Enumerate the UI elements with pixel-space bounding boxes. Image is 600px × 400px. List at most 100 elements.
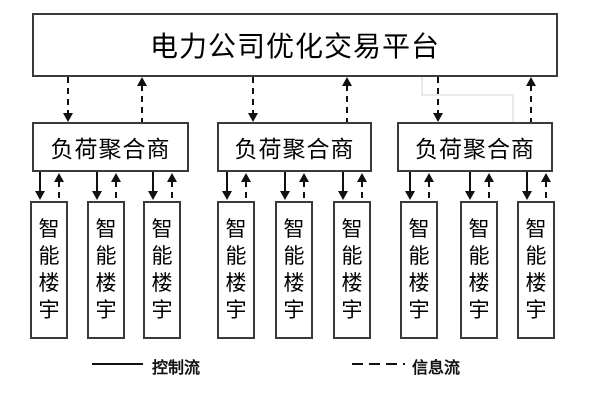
building-box: 智能楼宇 (460, 201, 498, 339)
building-label-char: 楼 (225, 271, 247, 295)
building-label-char: 宇 (525, 298, 547, 322)
info-flow-arrow-up-line (141, 85, 143, 122)
info-flow-arrow-down-head (63, 113, 73, 122)
info-flow-arrow-up-head (484, 173, 494, 182)
control-flow-arrow-down-head (148, 191, 158, 200)
building-label-char: 宇 (468, 298, 490, 322)
control-flow-arrow-down-line (152, 172, 154, 192)
info-flow-arrow-down-head (433, 113, 443, 122)
building-label-char: 宇 (95, 298, 117, 322)
info-flow-arrow-up-line (58, 181, 60, 201)
building-label-char: 智 (468, 217, 490, 241)
info-flow-arrow-up-head (526, 77, 536, 86)
building-label-char: 楼 (95, 271, 117, 295)
control-flow-arrow-down-head (405, 191, 415, 200)
info-flow-arrow-down-line (252, 77, 254, 114)
info-flow-arrow-up-head (342, 77, 352, 86)
info-flow-arrow-up-head (167, 173, 177, 182)
info-flow-arrow-up-line (530, 85, 532, 122)
building-label-char: 能 (95, 244, 117, 268)
building-label-char: 能 (225, 244, 247, 268)
building-label-char: 能 (151, 244, 173, 268)
building-label-char: 宇 (225, 298, 247, 322)
info-flow-arrow-up-line (428, 181, 430, 201)
info-flow-arrow-up-line (488, 181, 490, 201)
control-flow-arrow-down-head (222, 191, 232, 200)
building-label-char: 智 (341, 217, 363, 241)
building-label-char: 宇 (283, 298, 305, 322)
building-label-char: 宇 (38, 298, 60, 322)
platform-box: 电力公司优化交易平台 (32, 13, 558, 77)
legend-info-flow-label: 信息流 (412, 360, 461, 377)
legend-control-flow-label: 控制流 (152, 360, 201, 377)
info-flow-arrow-up-head (357, 173, 367, 182)
building-label-char: 楼 (408, 271, 430, 295)
info-flow-arrow-up-head (137, 77, 147, 86)
info-flow-arrow-up-head (54, 173, 64, 182)
info-flow-arrow-down-line (437, 77, 439, 114)
info-flow-arrow-down-head (248, 113, 258, 122)
control-flow-arrow-down-head (522, 191, 532, 200)
building-box: 智能楼宇 (30, 201, 68, 339)
control-flow-arrow-down-line (226, 172, 228, 192)
control-flow-arrow-down-line (342, 172, 344, 192)
building-label-char: 能 (341, 244, 363, 268)
info-flow-arrow-up-line (115, 181, 117, 201)
info-flow-arrow-up-line (545, 181, 547, 201)
building-label-char: 楼 (38, 271, 60, 295)
aggregator-box: 负荷聚合商 (397, 122, 553, 172)
building-label-char: 能 (525, 244, 547, 268)
control-flow-arrow-down-line (526, 172, 528, 192)
building-label-char: 楼 (283, 271, 305, 295)
building-label-char: 能 (38, 244, 60, 268)
info-flow-arrow-up-line (361, 181, 363, 201)
control-flow-arrow-down-head (338, 191, 348, 200)
control-flow-arrow-down-line (39, 172, 41, 192)
info-flow-arrow-up-head (241, 173, 251, 182)
faint-connector-segment (421, 94, 514, 96)
building-label-char: 宇 (408, 298, 430, 322)
building-box: 智能楼宇 (143, 201, 181, 339)
building-label-char: 宇 (341, 298, 363, 322)
control-flow-arrow-down-line (284, 172, 286, 192)
building-label-char: 能 (468, 244, 490, 268)
info-flow-line-sample (352, 363, 405, 365)
info-flow-arrow-up-head (299, 173, 309, 182)
control-flow-arrow-down-line (96, 172, 98, 192)
control-flow-arrow-down-head (465, 191, 475, 200)
control-flow-arrow-down-head (35, 191, 45, 200)
info-flow-arrow-up-line (171, 181, 173, 201)
building-box: 智能楼宇 (400, 201, 438, 339)
info-flow-arrow-up-line (346, 85, 348, 122)
building-label-char: 楼 (151, 271, 173, 295)
building-label-char: 智 (525, 217, 547, 241)
aggregator-box: 负荷聚合商 (32, 122, 189, 172)
building-label-char: 智 (95, 217, 117, 241)
faint-connector-segment (512, 94, 514, 123)
faint-connector-segment (421, 76, 423, 96)
building-box: 智能楼宇 (333, 201, 371, 339)
control-flow-line-sample (92, 363, 143, 365)
building-box: 智能楼宇 (217, 201, 255, 339)
aggregator-box: 负荷聚合商 (217, 122, 372, 172)
info-flow-arrow-up-line (303, 181, 305, 201)
building-label-char: 楼 (341, 271, 363, 295)
info-flow-arrow-up-line (245, 181, 247, 201)
info-flow-arrow-down-line (67, 77, 69, 114)
building-label-char: 智 (225, 217, 247, 241)
building-label-char: 智 (408, 217, 430, 241)
building-label-char: 能 (283, 244, 305, 268)
building-box: 智能楼宇 (87, 201, 125, 339)
building-label-char: 智 (151, 217, 173, 241)
building-label-char: 智 (38, 217, 60, 241)
building-label-char: 能 (408, 244, 430, 268)
info-flow-arrow-up-head (111, 173, 121, 182)
control-flow-arrow-down-head (92, 191, 102, 200)
control-flow-arrow-down-line (469, 172, 471, 192)
info-flow-arrow-up-head (424, 173, 434, 182)
building-box: 智能楼宇 (275, 201, 313, 339)
info-flow-arrow-up-head (541, 173, 551, 182)
building-label-char: 宇 (151, 298, 173, 322)
building-box: 智能楼宇 (517, 201, 555, 339)
